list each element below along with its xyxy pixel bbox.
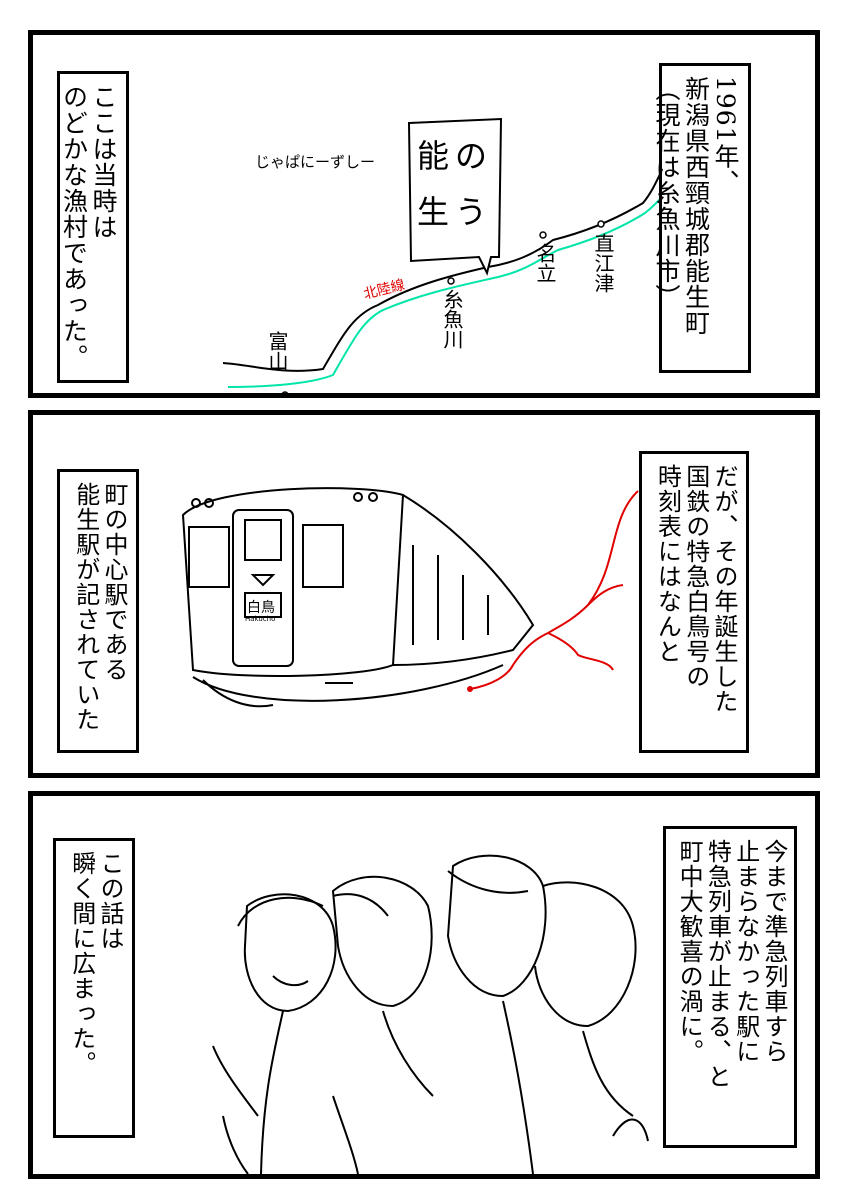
- caption-line: 町の中心駅である: [100, 482, 128, 682]
- caption-line: のどかな漁村であった。: [59, 84, 89, 370]
- caption-box-left: 町の中心駅である 能生駅が記されていた: [57, 469, 139, 753]
- sign-text-line-2: 生う: [417, 193, 494, 231]
- route-map: [469, 490, 639, 690]
- panel-1: 1961年、 新潟県西頸城郡能生町 （現在は糸魚川市） ここは当時は のどかな漁…: [28, 30, 820, 398]
- sign-text-line-1: 能の: [417, 137, 494, 175]
- caption-box-left: この話は 瞬く間に広まった。: [53, 838, 135, 1138]
- caption-line: 新潟県西頸城郡能生町: [681, 76, 711, 336]
- caption-box-right: 1961年、 新潟県西頸城郡能生町 （現在は糸魚川市）: [652, 63, 751, 373]
- caption-line: 止まらなかった駅に: [731, 839, 760, 1064]
- sign-subtitle: じゃぱにーずしー: [255, 153, 376, 171]
- train-drawing: [181, 487, 535, 708]
- caption-line: 1961年、: [711, 76, 740, 196]
- station-label-toyama: 富山: [265, 331, 289, 371]
- station-label-itoigawa: 糸魚川: [440, 289, 464, 349]
- townspeople-illustration: [212, 854, 649, 1174]
- caption-line: ここは当時は: [89, 84, 118, 240]
- caption-line: （現在は糸魚川市）: [652, 76, 681, 310]
- rail-line: [227, 184, 674, 388]
- train-headboard: 白鳥: [247, 600, 275, 616]
- station-markers: [281, 220, 605, 393]
- map-illustration: [222, 117, 674, 393]
- caption-box-left: ここは当時は のどかな漁村であった。: [57, 71, 129, 383]
- station-label-naoetsu: 直江津: [591, 233, 615, 293]
- caption-line: 町中大歓喜の渦に。: [675, 839, 704, 1064]
- caption-line: 特急列車が止まる、と: [703, 839, 732, 1089]
- crowd-drawing: [212, 854, 649, 1174]
- caption-line: だが、その年誕生した: [710, 464, 738, 714]
- coastline: [222, 154, 674, 372]
- caption-line: 時刻表にはなんと: [653, 464, 682, 664]
- panel-2: 白鳥 Hakucho だが、その年誕生した 国鉄の特急白鳥号の 時刻表にはなんと…: [28, 410, 820, 778]
- caption-box-right: だが、その年誕生した 国鉄の特急白鳥号の 時刻表にはなんと: [639, 451, 749, 753]
- train-illustration: [181, 487, 639, 708]
- train-headboard-romaji: Hakucho: [245, 615, 276, 623]
- caption-line: この話は: [96, 851, 124, 951]
- caption-line: 能生駅が記されていた: [71, 482, 100, 732]
- station-label-nadachi: 名立: [533, 243, 557, 283]
- caption-line: 瞬く間に広まった。: [67, 851, 96, 1076]
- sign-board: [407, 117, 503, 276]
- caption-line: 今まで準急列車すら: [760, 839, 788, 1064]
- panel-3: 今まで準急列車すら 止まらなかった駅に 特急列車が止まる、と 町中大歓喜の渦に。…: [28, 791, 820, 1179]
- caption-line: 国鉄の特急白鳥号の: [681, 464, 710, 689]
- caption-box-right: 今まで準急列車すら 止まらなかった駅に 特急列車が止まる、と 町中大歓喜の渦に。: [663, 826, 797, 1148]
